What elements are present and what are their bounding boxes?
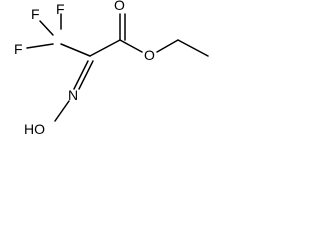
o-carbonyl-label: O xyxy=(114,0,125,13)
bond-c1-o-ester xyxy=(119,39,143,53)
bond-c2-n-a xyxy=(73,60,89,90)
f-bottom-label: F xyxy=(56,1,65,17)
chemical-structure: F F F O O HO N xyxy=(14,0,209,137)
o-ester-label: O xyxy=(144,47,155,63)
bond-f-top-cf3 xyxy=(39,20,54,36)
bond-c2-c1 xyxy=(89,39,121,57)
f-top-label: F xyxy=(31,6,40,22)
bond-ch2-ch3 xyxy=(177,39,209,57)
f-left-label: F xyxy=(14,41,23,57)
bond-cf3-c2 xyxy=(60,43,91,57)
n-label: N xyxy=(68,87,78,103)
ho-label: HO xyxy=(24,121,45,137)
atom-labels: F F F O O HO N xyxy=(14,0,155,137)
bond-o-ester-ch2 xyxy=(156,39,179,53)
bond-n-oh xyxy=(54,100,70,122)
bond-f-left-cf3 xyxy=(26,43,54,49)
bonds xyxy=(26,13,209,122)
structure-canvas: F F F O O HO N xyxy=(0,0,218,138)
bond-c2-n-b xyxy=(78,60,94,90)
